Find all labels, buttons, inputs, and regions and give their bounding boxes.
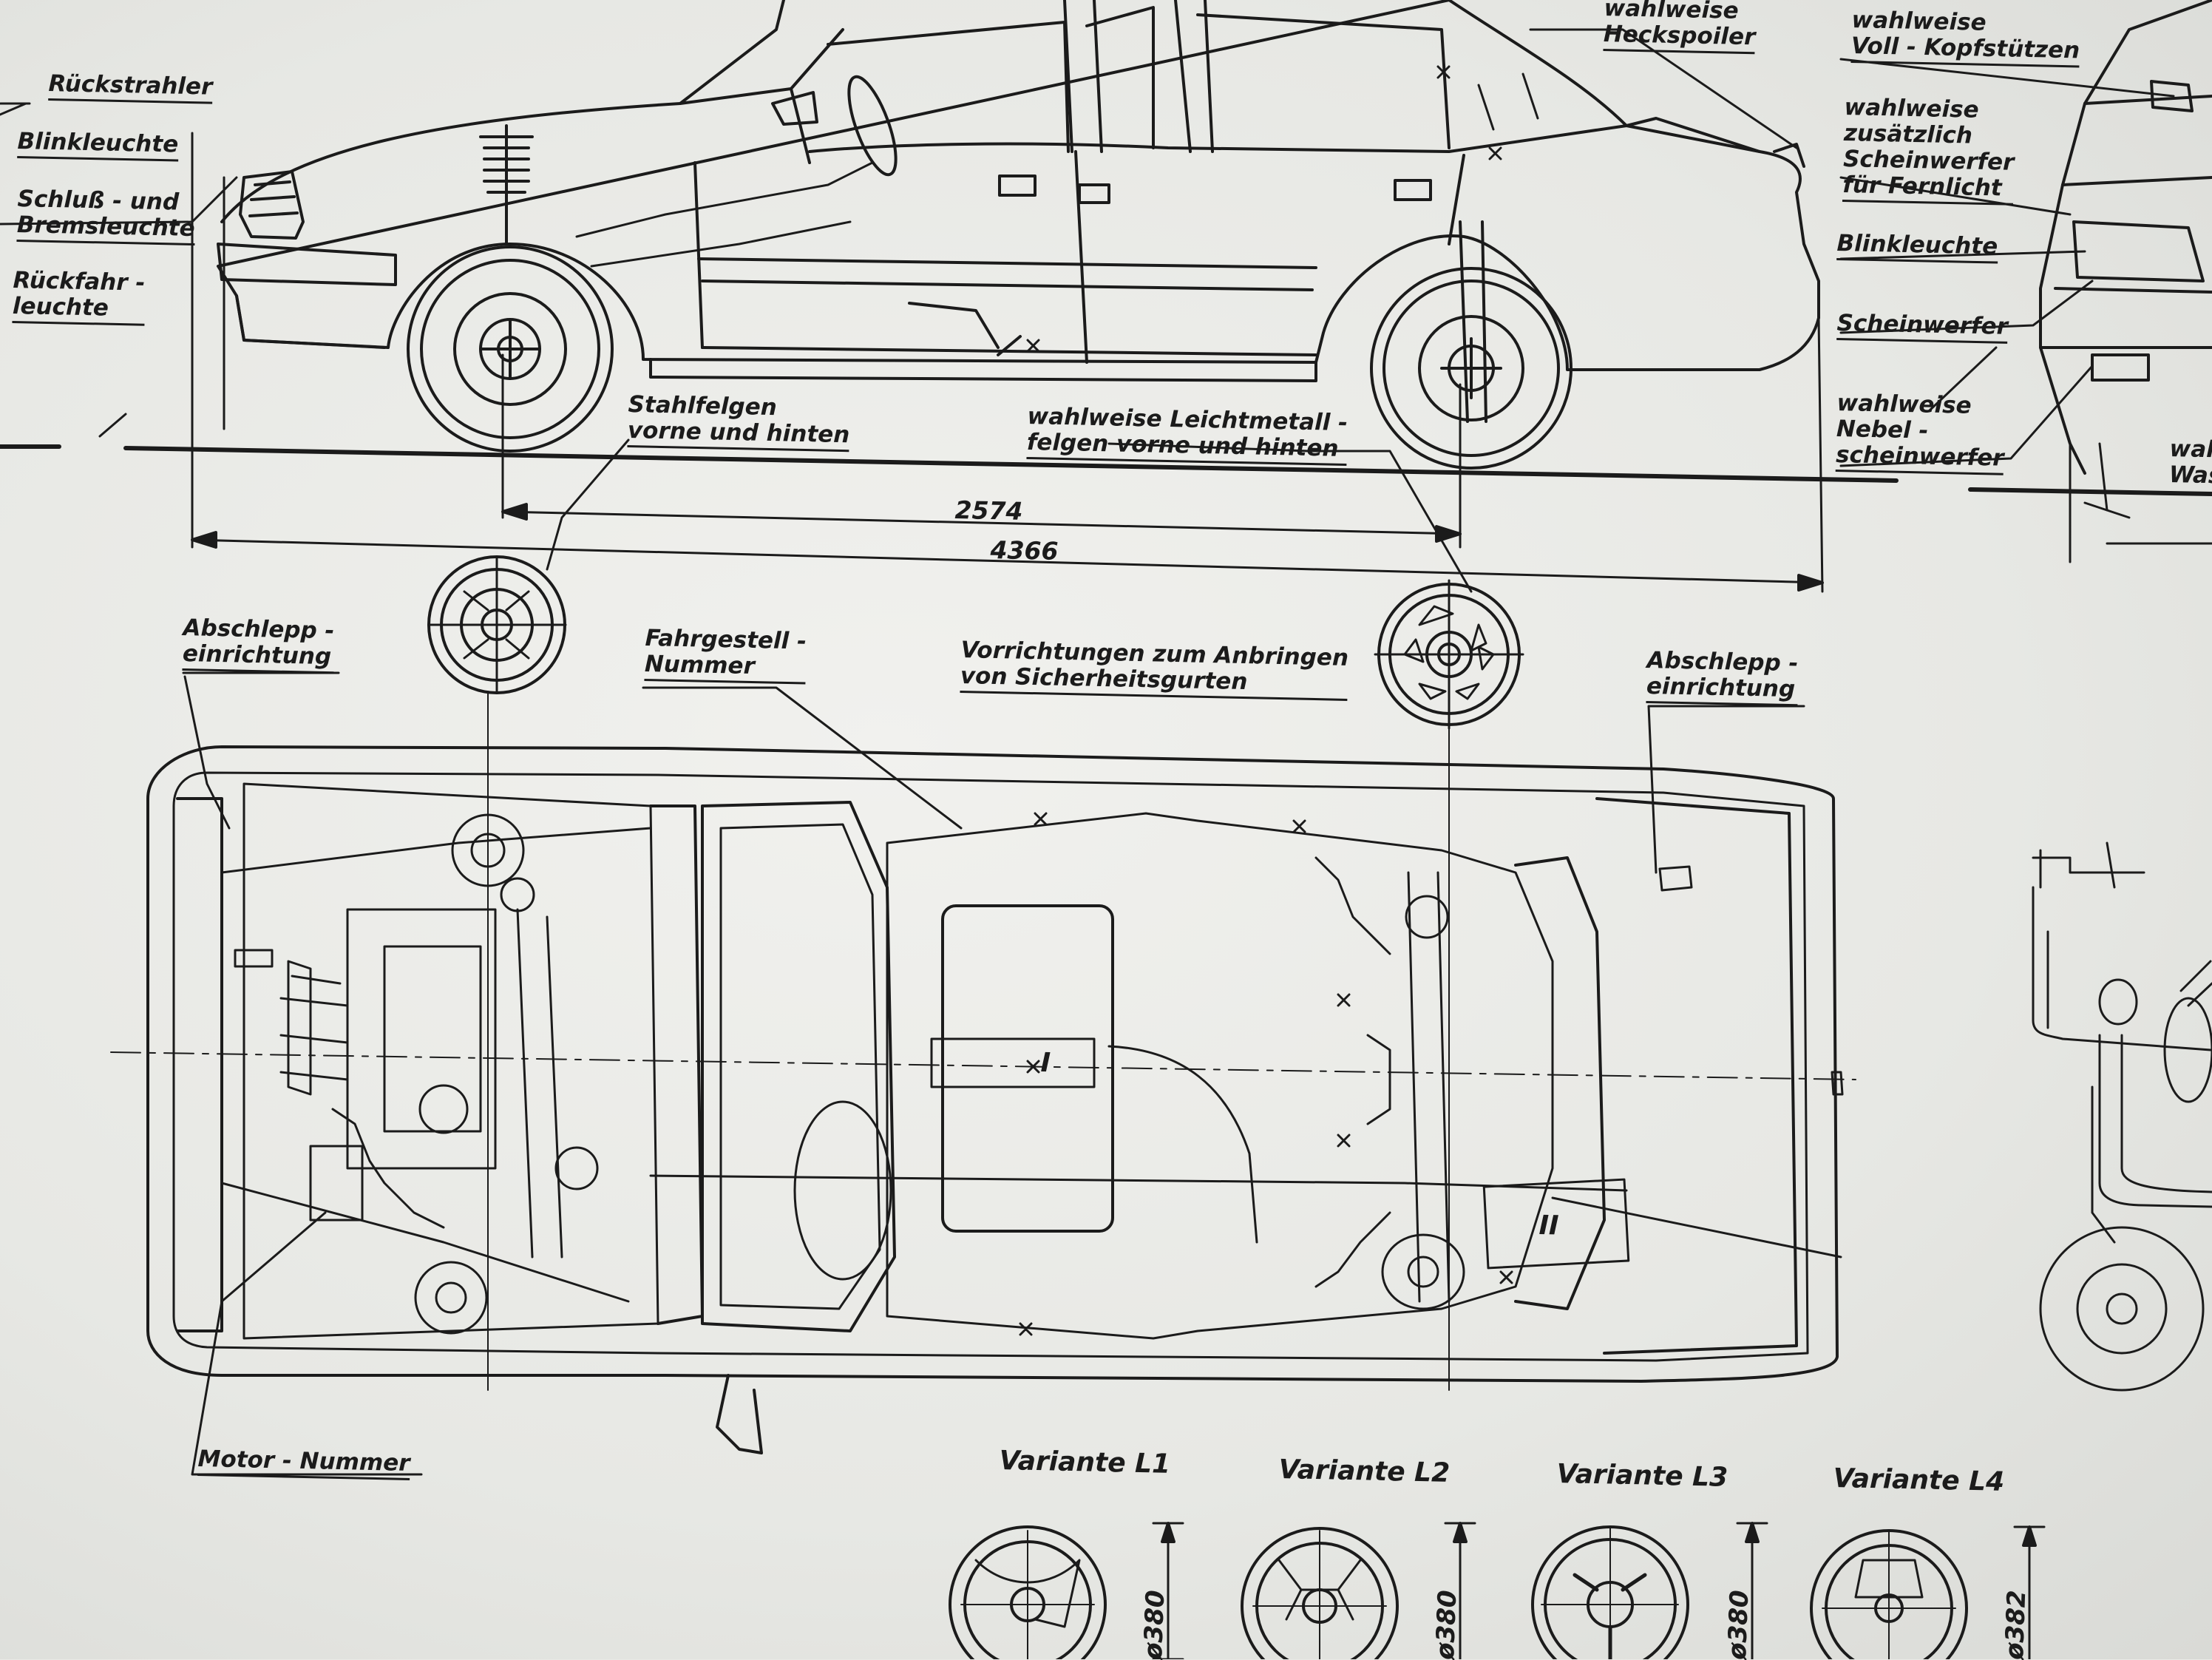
front-headlight xyxy=(2072,220,2205,282)
door-handle-rear xyxy=(998,175,1037,197)
sunroof xyxy=(941,904,1114,1233)
mirror xyxy=(771,91,818,126)
leader-lines-top xyxy=(182,671,1805,1476)
variant-label-l4: Variante L4 xyxy=(1833,1463,2005,1497)
variant-diameter-l3: ø380 xyxy=(1723,1589,1755,1660)
label-stahlfelgen: Stahlfelgen vorne und hinten xyxy=(627,391,851,453)
steering-variants xyxy=(949,1522,2046,1659)
label-abschlepp-right: Abschlepp - einrichtung xyxy=(1646,647,1799,707)
label-blinkleuchte-front: Blinkleuchte xyxy=(1836,230,1998,264)
variant-diameter-l2: ø380 xyxy=(1431,1589,1463,1660)
label-fernlicht: wahlweise zusätzlich Scheinwerfer für Fe… xyxy=(1842,94,2016,206)
dimension-length: 4366 xyxy=(990,535,1059,566)
spare-wheel xyxy=(793,1100,892,1281)
rear-wheel-side xyxy=(407,245,614,453)
label-schluss-bremsleuchte: Schluß - und Bremsleuchte xyxy=(16,186,196,246)
label-heckspoiler: wahlweise Heckspoiler xyxy=(1603,0,1757,55)
top-body-outline xyxy=(146,745,1839,1383)
top-rear-window xyxy=(701,801,896,1332)
top-view xyxy=(110,691,1856,1454)
top-roof xyxy=(886,812,1554,1340)
front-view xyxy=(2039,0,2212,563)
steering-wheel-l3 xyxy=(1531,1522,1768,1659)
label-cut-wah: wah Was xyxy=(2168,436,2212,489)
steering-wheel-l1 xyxy=(949,1522,1184,1659)
alloy-wheel-detail xyxy=(1374,579,1524,730)
door-handle-front xyxy=(1394,179,1432,201)
label-fahrgestell: Fahrgestell - Nummer xyxy=(644,625,807,685)
variant-label-l1: Variante L1 xyxy=(999,1446,1171,1480)
label-abschlepp-left: Abschlepp - einrichtung xyxy=(182,614,335,674)
engine-detail xyxy=(220,813,652,1335)
variant-diameter-l1: ø380 xyxy=(1139,1589,1171,1660)
variant-label-l3: Variante L3 xyxy=(1556,1459,1728,1493)
front-wheel-side xyxy=(1370,267,1573,470)
steel-wheel-detail xyxy=(427,555,567,694)
label-rueckstrahler: Rückstrahler xyxy=(48,70,213,104)
steering-wheel-l2 xyxy=(1241,1522,1476,1659)
label-leichtmetallfelgen: wahlweise Leichtmetall - felgen vorne un… xyxy=(1026,403,1348,467)
label-motor-nummer: Motor - Nummer xyxy=(197,1446,410,1481)
steering-wheel-l4 xyxy=(1810,1525,2046,1659)
label-sicherheitsgurte: Vorrichtungen zum Anbringen von Sicherhe… xyxy=(960,637,1348,701)
variant-label-l2: Variante L2 xyxy=(1278,1454,1451,1488)
dimension-wheelbase: 2574 xyxy=(954,495,1023,526)
variant-diameter-l4: ø382 xyxy=(2000,1589,2032,1660)
side-view xyxy=(0,0,2212,593)
label-rueckfahrleuchte: Rückfahr - leuchte xyxy=(12,267,146,326)
tail-light-side xyxy=(239,170,305,240)
label-roman-1: I xyxy=(1040,1048,1051,1079)
front-axle-detail xyxy=(1314,856,1465,1310)
brake-detail xyxy=(2032,841,2212,1392)
label-blinkleuchte-rear: Blinkleuchte xyxy=(17,128,179,162)
side-body-outline xyxy=(217,0,1820,371)
label-roman-2: II xyxy=(1538,1210,1559,1241)
label-nebelscheinwerfer: wahlweise Nebel - scheinwerfer xyxy=(1835,390,2006,475)
label-kopfstuetzen: wahlweise Voll - Kopfstützen xyxy=(1850,7,2081,68)
label-scheinwerfer: Scheinwerfer xyxy=(1836,310,2008,344)
leader-lines-side xyxy=(0,28,2175,593)
